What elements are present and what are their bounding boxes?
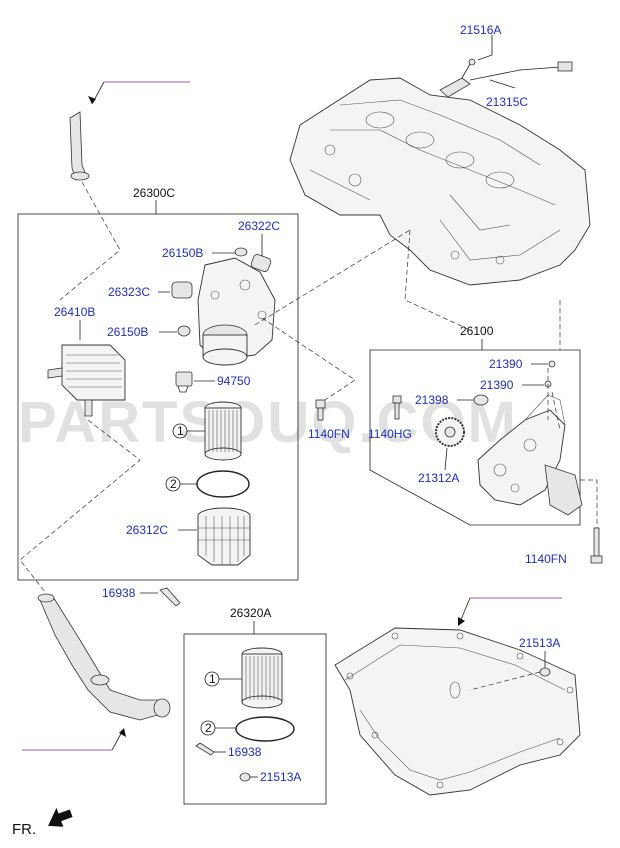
label-1140FN-b[interactable]: 1140FN xyxy=(525,552,567,566)
oil-pressure-switch-94750[interactable] xyxy=(175,371,193,393)
oil-filter-housing[interactable] xyxy=(197,257,276,366)
callout-2-bot: 2 xyxy=(205,721,212,735)
washer-21513A-b[interactable] xyxy=(239,772,251,782)
label-21516A[interactable]: 21516A xyxy=(460,23,501,37)
oil-filter-element-bottom[interactable] xyxy=(241,647,283,709)
label-26100[interactable]: 26100 xyxy=(460,324,494,338)
label-21315C[interactable]: 21315C xyxy=(486,95,528,109)
crankshaft-position-sensor[interactable] xyxy=(439,58,573,98)
label-21390-b[interactable]: 21390 xyxy=(480,378,514,392)
oil-pan[interactable] xyxy=(334,627,581,796)
upper-coolant-hose[interactable] xyxy=(69,111,90,181)
seal-21398[interactable] xyxy=(473,394,489,406)
label-21312A[interactable]: 21312A xyxy=(418,471,459,485)
oil-filter-cap-26312C[interactable] xyxy=(197,507,251,566)
gasket-26322C[interactable] xyxy=(250,253,272,272)
label-26300C[interactable]: 26300C xyxy=(133,186,175,200)
label-26320A[interactable]: 26320A xyxy=(230,606,271,620)
label-26312C[interactable]: 26312C xyxy=(126,523,168,537)
front-arrow-icon xyxy=(48,807,73,827)
label-26410B[interactable]: 26410B xyxy=(54,305,95,319)
lower-coolant-hose[interactable] xyxy=(37,593,171,721)
oil-pump-box xyxy=(369,349,581,526)
oil-filter-kit-box xyxy=(183,633,327,805)
oil-pump-sprocket[interactable] xyxy=(435,417,465,447)
label-1140FN-a[interactable]: 1140FN xyxy=(308,427,350,441)
label-21513A-b[interactable]: 21513A xyxy=(260,770,301,784)
label-26322C[interactable]: 26322C xyxy=(238,219,280,233)
clamp-16938-a[interactable] xyxy=(159,587,181,607)
label-94750[interactable]: 94750 xyxy=(217,374,251,388)
oil-filter-element-top[interactable] xyxy=(204,401,242,461)
label-1140HG[interactable]: 1140HG xyxy=(368,427,412,441)
bolt-1140FN-b[interactable] xyxy=(590,527,603,564)
label-26323C[interactable]: 26323C xyxy=(108,285,150,299)
o-ring-26150B-mid[interactable] xyxy=(177,325,191,337)
washer-21513A-a[interactable] xyxy=(539,667,551,677)
gasket-26323C[interactable] xyxy=(171,281,193,299)
label-16938-a[interactable]: 16938 xyxy=(102,586,136,600)
label-21390-a[interactable]: 21390 xyxy=(489,357,523,371)
front-label: FR. xyxy=(12,821,36,838)
oil-cooler-26410B[interactable] xyxy=(47,344,126,417)
callout-1-bot: 1 xyxy=(209,672,216,686)
label-16938-b[interactable]: 16938 xyxy=(228,745,262,759)
oil-pump-body[interactable] xyxy=(477,394,583,516)
clamp-16938-b[interactable] xyxy=(195,742,215,756)
bolt-1140HG[interactable] xyxy=(392,395,402,420)
oil-filter-assembly-box xyxy=(17,213,299,581)
label-21398[interactable]: 21398 xyxy=(415,393,449,407)
filter-o-ring-bottom[interactable] xyxy=(235,716,295,742)
label-21513A-a[interactable]: 21513A xyxy=(519,636,560,650)
o-ring-26150B-top[interactable] xyxy=(234,247,248,257)
watermark: PARTSOUQ.COM xyxy=(18,390,518,455)
callout-1-top: 1 xyxy=(177,424,184,438)
label-26150B-mid[interactable]: 26150B xyxy=(107,325,148,339)
bolt-1140FN-a[interactable] xyxy=(315,399,326,421)
engine-block[interactable] xyxy=(289,77,591,286)
filter-o-ring-top[interactable] xyxy=(196,470,250,498)
label-26150B-top[interactable]: 26150B xyxy=(162,246,203,260)
callout-2-top: 2 xyxy=(170,477,177,491)
